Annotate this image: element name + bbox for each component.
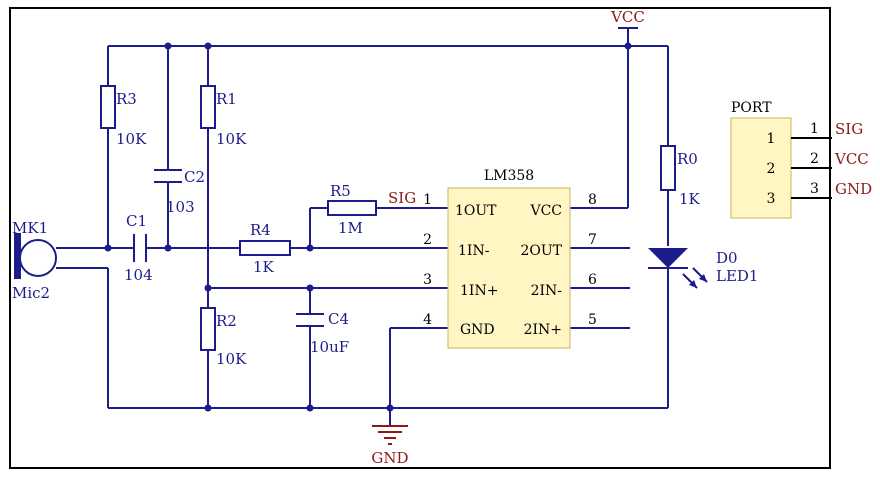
r4-ref: R4 <box>250 221 271 239</box>
wires <box>56 28 669 426</box>
gnd-net-label: GND <box>371 449 408 467</box>
r0-value: 1K <box>679 190 701 208</box>
port-connector: PORT 1 1 SIG 2 2 VCC 3 3 GND <box>730 100 872 219</box>
vcc-net-label: VCC <box>610 8 645 26</box>
r1-value: 10K <box>216 130 247 148</box>
port-net-1: SIG <box>835 120 863 138</box>
r5-ref: R5 <box>330 182 351 200</box>
c1-ref: C1 <box>126 212 147 230</box>
port-title: PORT <box>731 100 772 116</box>
led-d0: D0 LED1 <box>648 248 758 289</box>
ic-name: LM358 <box>484 168 534 184</box>
d0-name: LED1 <box>716 267 758 285</box>
ic-pin-num-6: 6 <box>588 272 597 288</box>
r3-value: 10K <box>116 130 147 148</box>
ic-pin-num-2: 2 <box>423 232 432 248</box>
resistor-r5: R5 1M <box>327 182 377 237</box>
ic-pin-num-3: 3 <box>423 272 432 288</box>
ic-pin-label-7: 2OUT <box>520 243 562 259</box>
port-net-2: VCC <box>834 150 869 168</box>
port-net-3: GND <box>835 180 872 198</box>
resistor-r2: R2 10K <box>200 307 247 368</box>
ic-pin-label-1: 1OUT <box>455 203 497 219</box>
ic-lm358: LM358 1 1OUT 2 1IN- 3 1IN+ 4 GND 8 VCC 7… <box>423 168 597 349</box>
mic-ref: MK1 <box>12 219 48 237</box>
capacitor-c4: C4 10uF <box>296 310 349 356</box>
r2-value: 10K <box>216 350 247 368</box>
sig-net-label: SIG <box>388 189 416 207</box>
capacitor-c2: C2 103 <box>154 168 205 216</box>
ic-pin-label-4: GND <box>460 322 495 338</box>
r5-value: 1M <box>338 219 363 237</box>
r0-ref: R0 <box>677 150 698 168</box>
resistor-r0: R0 1K <box>660 145 701 208</box>
ic-pin-num-1: 1 <box>423 192 432 208</box>
resistor-r4: R4 1K <box>239 221 291 276</box>
c4-value: 10uF <box>310 338 349 356</box>
ic-pin-num-8: 8 <box>588 192 597 208</box>
ic-pin-num-5: 5 <box>588 312 597 328</box>
c4-ref: C4 <box>328 310 349 328</box>
c1-value: 104 <box>124 266 153 284</box>
ic-pin-label-3: 1IN+ <box>460 283 498 299</box>
resistor-r1: R1 10K <box>200 85 247 148</box>
ic-pin-label-5: 2IN+ <box>524 322 562 338</box>
port-pin-num-1: 1 <box>810 121 819 137</box>
mic-name: Mic2 <box>12 284 50 302</box>
gnd-symbol: GND <box>371 425 409 467</box>
r4-value: 1K <box>253 258 275 276</box>
microphone-mk1: MK1 Mic2 <box>12 219 57 302</box>
ic-pin-label-6: 2IN- <box>531 283 563 299</box>
port-pin-num-2: 2 <box>810 151 819 167</box>
port-pin-inner-2: 2 <box>767 161 776 177</box>
ic-pin-label-8: VCC <box>529 203 562 219</box>
port-pin-num-3: 3 <box>810 181 819 197</box>
port-pin-inner-3: 3 <box>767 191 776 207</box>
r1-ref: R1 <box>216 90 237 108</box>
c2-value: 103 <box>166 198 195 216</box>
r2-ref: R2 <box>216 312 237 330</box>
r3-ref: R3 <box>116 90 137 108</box>
junction-dots <box>104 42 632 412</box>
resistor-r3: R3 10K <box>100 85 147 148</box>
vcc-symbol: VCC <box>610 8 645 29</box>
ic-pin-num-4: 4 <box>423 312 432 328</box>
capacitor-c1: C1 104 <box>124 212 153 284</box>
c2-ref: C2 <box>184 168 205 186</box>
d0-ref: D0 <box>716 249 738 267</box>
ic-pin-label-2: 1IN- <box>458 243 490 259</box>
ic-pin-num-7: 7 <box>588 232 597 248</box>
sheet-frame <box>9 7 831 469</box>
port-pin-inner-1: 1 <box>767 131 776 147</box>
